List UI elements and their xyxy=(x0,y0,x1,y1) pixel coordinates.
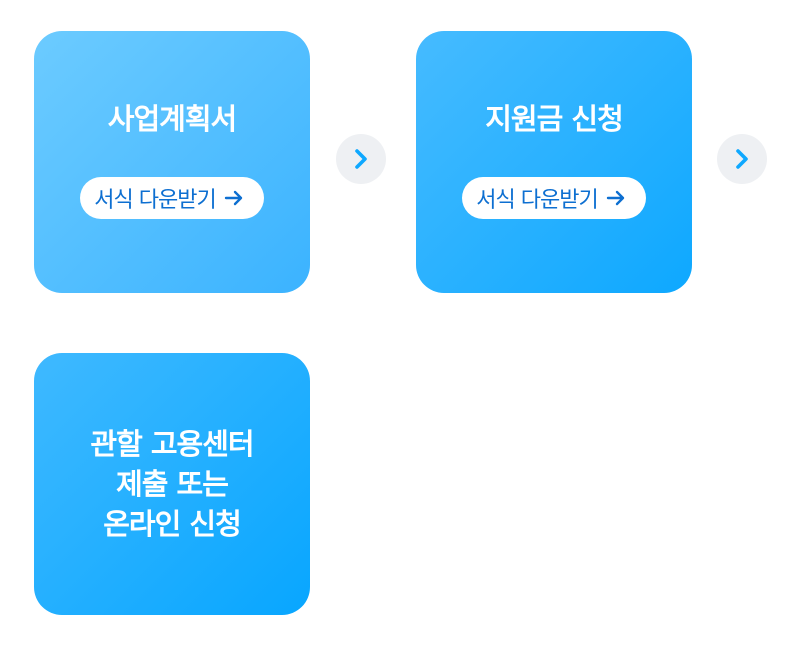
chevron-right-icon xyxy=(336,134,386,184)
arrow-right-icon xyxy=(606,188,626,208)
step-title: 관할 고용센터 제출 또는 온라인 신청 xyxy=(90,424,254,544)
download-button-label: 서식 다운받기 xyxy=(476,188,598,213)
arrow-right-icon xyxy=(224,188,244,208)
step-title-line: 제출 또는 xyxy=(116,467,229,501)
chevron-right-icon xyxy=(717,134,767,184)
step-title: 지원금 신청 xyxy=(485,102,623,136)
step-card-submission: 관할 고용센터 제출 또는 온라인 신청 xyxy=(34,353,310,615)
download-form-button[interactable]: 서식 다운받기 xyxy=(80,177,264,219)
download-button-label: 서식 다운받기 xyxy=(94,188,216,213)
download-form-button[interactable]: 서식 다운받기 xyxy=(462,177,646,219)
step-card-subsidy-application: 지원금 신청 서식 다운받기 xyxy=(416,31,692,293)
step-title-line: 관할 고용센터 xyxy=(90,427,254,461)
step-card-business-plan: 사업계획서 서식 다운받기 xyxy=(34,31,310,293)
step-title: 사업계획서 xyxy=(107,102,237,136)
step-title-line: 온라인 신청 xyxy=(103,507,242,541)
